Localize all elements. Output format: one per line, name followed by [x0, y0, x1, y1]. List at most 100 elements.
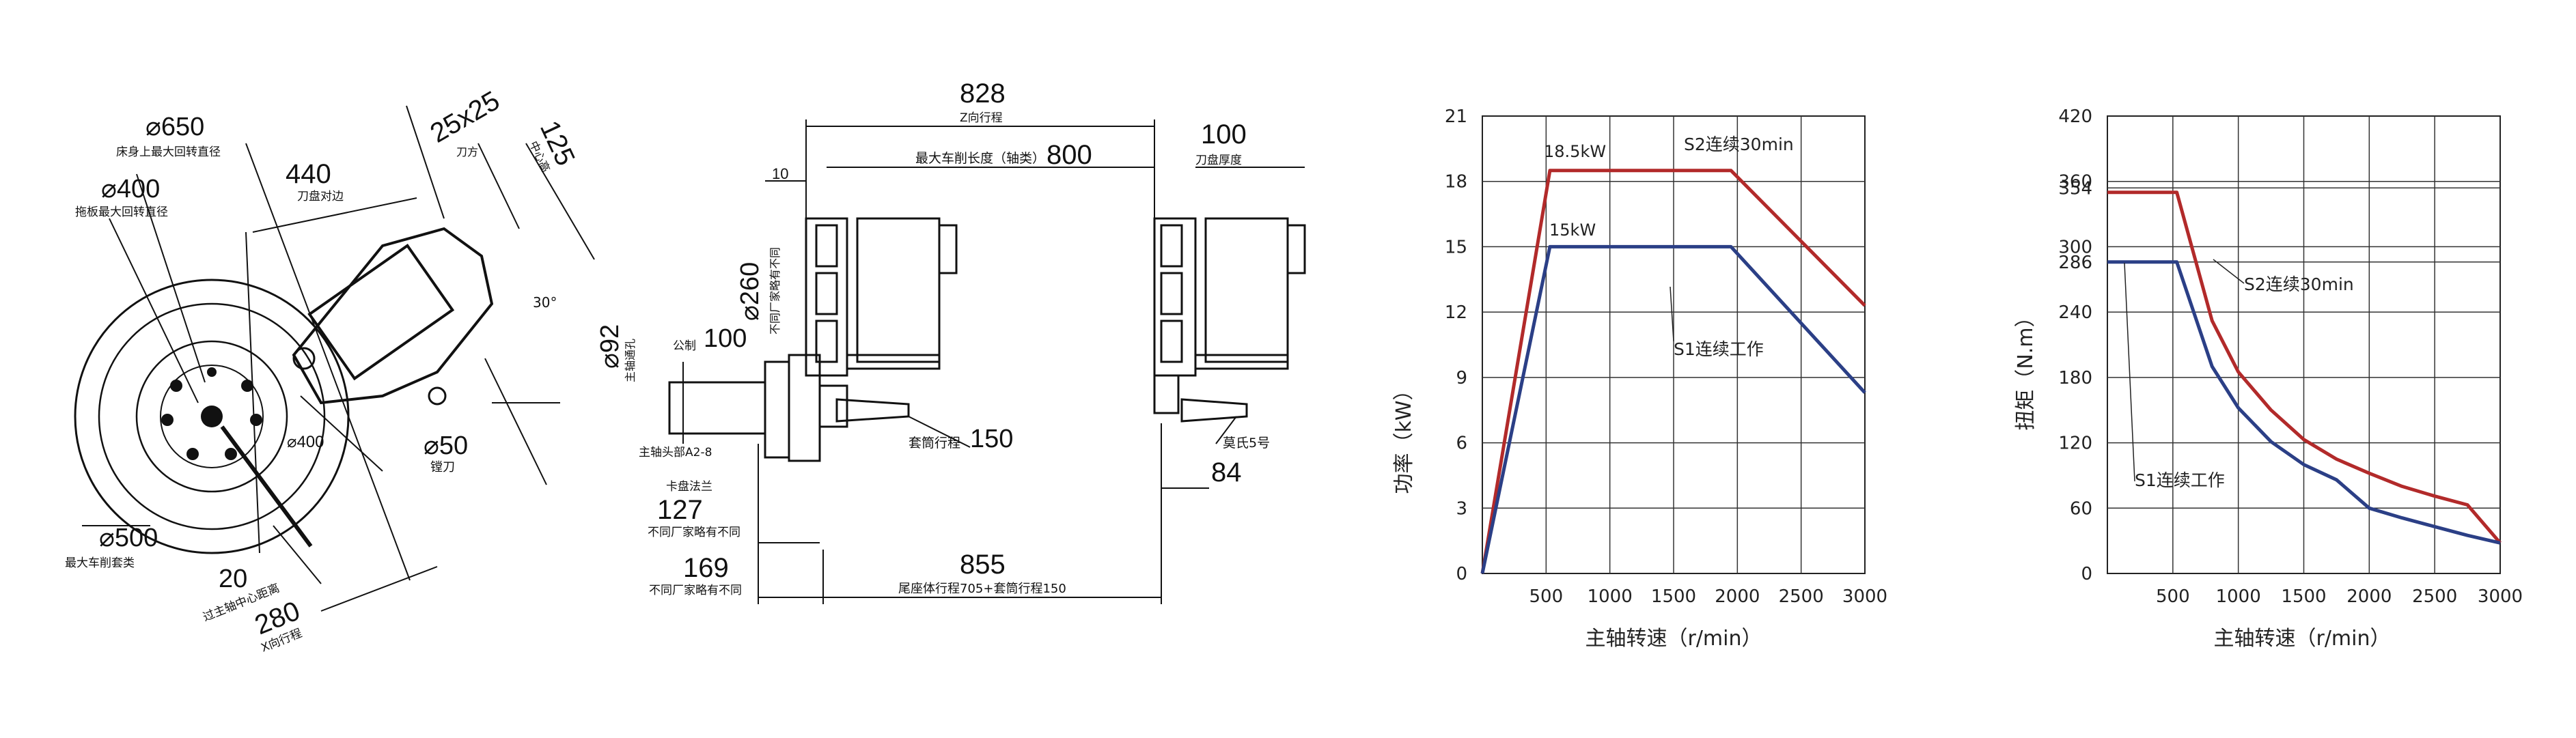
power-legend-s1: S1连续工作	[1674, 339, 1764, 359]
x-tick-label: 500	[2156, 586, 2190, 607]
bed-side-view-drawing: 828 Z向行程 最大车削长度（轴类） 800 100 刀盘厚度 10 ⌀260…	[596, 79, 1306, 604]
torque-s2-leader	[2213, 259, 2245, 284]
dim-828: 828	[960, 79, 1006, 109]
x-tick-label: 1000	[2216, 586, 2261, 607]
tailstock-quill	[835, 398, 1248, 423]
mid-dimension-lines	[682, 119, 1305, 604]
note-400: 拖板最大回转直径	[75, 205, 168, 219]
dim-84: 84	[1211, 457, 1242, 487]
dim-100-right: 100	[1201, 119, 1247, 150]
note-440: 刀盘对边	[297, 190, 344, 203]
y-tick-label: 3	[1456, 498, 1467, 519]
left-dimension-lines	[82, 105, 595, 612]
turret-pivot	[292, 347, 316, 370]
y-tick-label: 9	[1456, 368, 1467, 388]
angle-30: 30°	[533, 294, 557, 311]
dim-650: ⌀650	[146, 113, 204, 141]
note-127: 不同厂家略有不同	[648, 526, 740, 539]
y-tick-label: 180	[2058, 368, 2092, 388]
y-tick-label: 12	[1445, 302, 1467, 323]
torque-ylabel: 扭矩（N.m）	[2014, 307, 2038, 430]
dim-100-left: 100	[704, 324, 747, 353]
note-50: 镗刀	[430, 460, 455, 474]
chuck-bore	[201, 406, 223, 427]
note-828: Z向行程	[960, 111, 1003, 125]
x-tick-label: 500	[1529, 586, 1564, 607]
chuck-jaw-holes	[161, 367, 262, 460]
torque-legend-s1: S1连续工作	[2135, 470, 2225, 490]
x-tick-label: 1500	[2281, 586, 2326, 607]
boring-bar	[220, 425, 313, 548]
x-tick-label: 2500	[2412, 586, 2457, 607]
y-tick-label: 120	[2058, 434, 2092, 454]
turret-body	[292, 227, 494, 405]
y-tick-label: 300	[2058, 237, 2092, 257]
tailstock-turret-assembly	[1153, 217, 1306, 414]
power-s1-leader	[1670, 286, 1674, 342]
dim-260: ⌀260	[736, 262, 764, 321]
y-tick-label: 15	[1445, 237, 1467, 257]
dim-150: 150	[970, 425, 1013, 453]
power-series	[1480, 169, 1866, 574]
note-morse: 莫氏5号	[1223, 436, 1270, 451]
y-tick-label: 286	[2058, 253, 2092, 273]
spindle-chuck	[668, 354, 848, 462]
dim-400-inner: ⌀400	[287, 433, 324, 451]
y-tick-label: 0	[2081, 564, 2092, 584]
note-100-right: 刀盘厚度	[1195, 154, 1242, 167]
chuck-circle-500	[98, 302, 326, 530]
x-tick-label: 1000	[1588, 586, 1633, 607]
torque-grid	[2107, 116, 2500, 573]
turret-tool-block	[307, 244, 455, 381]
note-100-left: 公制	[673, 339, 696, 353]
y-tick-label: 60	[2070, 498, 2092, 519]
dim-440: 440	[286, 159, 331, 189]
torque-xlabel: 主轴转速（r/min）	[2213, 627, 2390, 651]
dim-800: 800	[1047, 140, 1092, 170]
y-tick-label: 18	[1445, 172, 1467, 193]
power-xlabel: 主轴转速（r/min）	[1585, 627, 1762, 651]
note-92: 主轴通孔	[624, 339, 637, 382]
note-855: 尾座体行程705+套筒行程150	[898, 582, 1066, 596]
headstock-turret-assembly	[805, 217, 958, 377]
power-y-ticks: 0 3 6 9 12 15 18 21	[1445, 107, 1467, 584]
dim-500: ⌀500	[99, 524, 158, 552]
chuck-circle-inner	[160, 365, 264, 468]
torque-series	[2107, 190, 2502, 545]
y-tick-label: 21	[1445, 107, 1467, 127]
note-25x25: 刀方	[456, 145, 478, 158]
series-s1-line	[1480, 244, 1866, 574]
turret-bolt	[428, 386, 447, 406]
note-650: 床身上最大回转直径	[116, 145, 221, 159]
dim-50: ⌀50	[424, 431, 468, 460]
y-tick-label: 240	[2058, 302, 2092, 323]
power-annot-18-5: 18.5kW	[1544, 142, 1606, 161]
series-s1-line	[2107, 260, 2501, 545]
torque-s1-leader	[2124, 262, 2135, 482]
series-s2-line	[1480, 169, 1866, 574]
note-500: 最大车削套类	[65, 556, 135, 570]
x-tick-label: 3000	[1842, 586, 1887, 607]
x-tick-label: 1500	[1651, 586, 1696, 607]
y-tick-label: 360	[2058, 172, 2092, 193]
y-tick-label: 0	[1456, 564, 1467, 584]
note-150: 套筒行程	[909, 436, 960, 451]
power-legend-s2: S2连续30min	[1684, 134, 1794, 154]
x-tick-label: 2000	[1715, 586, 1760, 607]
dim-400: ⌀400	[101, 175, 160, 203]
y-tick-label: 354	[2058, 178, 2092, 199]
note-chuck: 卡盘法兰	[666, 480, 712, 494]
dim-25x25: 25x25	[426, 85, 505, 149]
dim-169: 169	[683, 553, 729, 583]
power-ylabel: 功率（kW）	[1392, 380, 1416, 494]
dim-10: 10	[772, 165, 788, 182]
y-tick-label: 6	[1456, 434, 1467, 454]
turret-section-drawing: ⌀650 床身上最大回转直径 ⌀400 拖板最大回转直径 440 刀盘对边 25…	[65, 85, 595, 655]
dim-855: 855	[960, 550, 1006, 580]
x-tick-label: 2000	[2346, 586, 2392, 607]
chuck-circle-400	[135, 340, 288, 493]
